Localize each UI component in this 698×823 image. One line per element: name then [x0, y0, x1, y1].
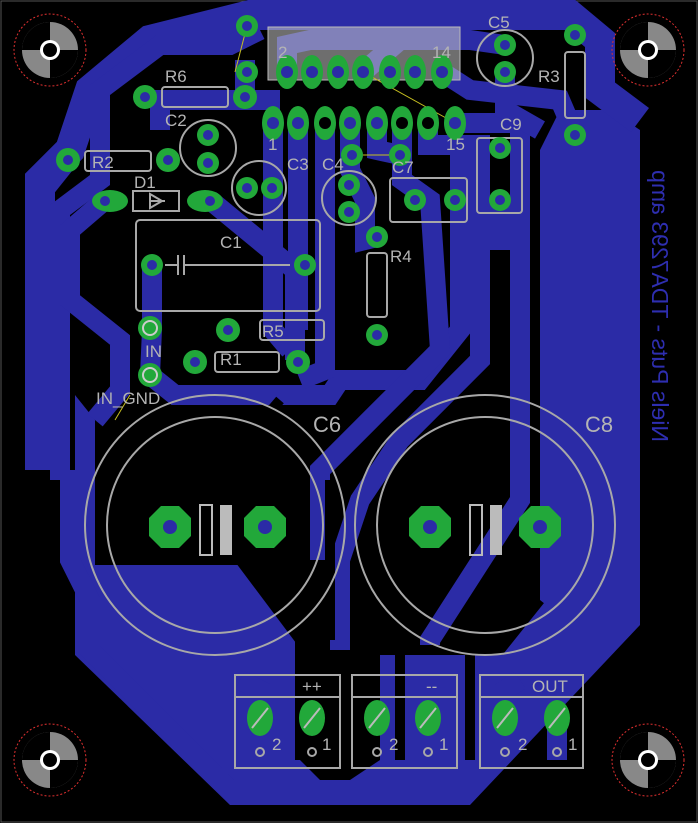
r4-outline — [366, 252, 388, 318]
terminal-mm-pin2: 2 — [389, 735, 398, 754]
c2-outline — [179, 119, 237, 177]
r3-label: R3 — [538, 67, 560, 86]
terminal-mm-pin1: 1 — [439, 735, 448, 754]
ic-pin-15-label: 15 — [446, 135, 465, 154]
board-title-text: Niels Puts - TDA7293 amp — [647, 170, 673, 442]
component-labels: 2 14 1 15 R6 C2 R2 D1 C3 C4 C7 C5 R3 C9 … — [92, 13, 613, 754]
silkscreen-layer — [84, 26, 616, 769]
terminal-out-pin2: 2 — [518, 735, 527, 754]
c5-outline — [476, 29, 534, 87]
mounting-hole-top-right — [611, 13, 685, 87]
c8-label: C8 — [585, 412, 613, 437]
ic-pin-2-label: 2 — [278, 43, 287, 62]
c6-outline — [84, 394, 346, 656]
component-pads — [56, 15, 586, 548]
r5-label: R5 — [262, 322, 284, 341]
c5-label: C5 — [488, 13, 510, 32]
r6-label: R6 — [165, 67, 187, 86]
terminal-out-outline — [479, 674, 584, 769]
c4-outline — [321, 170, 377, 226]
ground-pour — [75, 110, 640, 805]
r6-outline — [161, 86, 229, 108]
mounting-hole-bottom-right — [611, 723, 685, 797]
terminal-out-label: OUT — [532, 677, 568, 696]
r1-label: R1 — [220, 350, 242, 369]
c9-label: C9 — [500, 115, 522, 134]
c6-label: C6 — [313, 412, 341, 437]
terminal-pp-label: ++ — [302, 677, 322, 696]
ic-pads-bottom — [262, 106, 466, 140]
terminal-mm-label: -- — [426, 677, 437, 696]
in-gnd-label: IN_GND — [96, 389, 160, 408]
r5-outline — [259, 319, 325, 341]
c3-label: C3 — [287, 155, 309, 174]
mounting-hole-bottom-left — [13, 723, 87, 797]
terminal-pp-outline — [234, 674, 341, 769]
ic-pin-1-label: 1 — [268, 135, 277, 154]
mounting-holes — [13, 13, 685, 797]
ic-pads-top — [276, 55, 453, 89]
r1-outline — [214, 351, 280, 373]
c7-label: C7 — [392, 158, 414, 177]
c8-outline — [354, 394, 616, 656]
terminal-out-pin1: 1 — [568, 735, 577, 754]
c1-outline — [135, 219, 321, 312]
terminal-pp-pin2: 2 — [272, 735, 281, 754]
terminal-pads — [247, 700, 570, 736]
d1-label: D1 — [134, 173, 156, 192]
mounting-hole-top-left — [13, 13, 87, 87]
pads — [56, 15, 586, 736]
in-label: IN — [145, 342, 162, 361]
c2-label: C2 — [165, 111, 187, 130]
terminal-mm-outline — [351, 674, 458, 769]
c4-label: C4 — [322, 155, 344, 174]
terminal-pp-pin1: 1 — [322, 735, 331, 754]
r2-label: R2 — [92, 153, 114, 172]
diode-symbol — [149, 192, 165, 210]
r3-outline — [564, 51, 586, 119]
r2-outline — [84, 150, 152, 172]
d1-outline — [132, 190, 180, 212]
c1-label: C1 — [220, 233, 242, 252]
c7-outline — [389, 177, 468, 223]
ic-pin-14-label: 14 — [432, 43, 451, 62]
c3-outline — [231, 160, 287, 216]
r4-label: R4 — [390, 247, 412, 266]
